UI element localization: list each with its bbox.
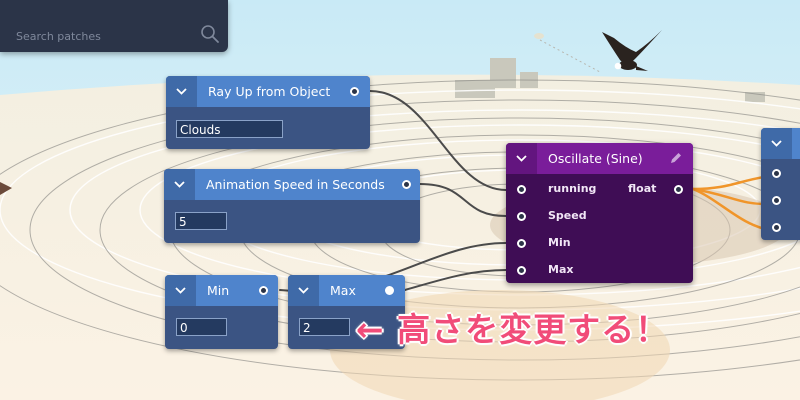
- output-port[interactable]: [402, 180, 411, 189]
- node-header[interactable]: Ray Up from Object: [166, 76, 370, 107]
- input-label-running: running: [548, 182, 597, 195]
- search-panel: [0, 0, 228, 52]
- node-header[interactable]: Max: [288, 275, 405, 306]
- distant-rocks: [455, 58, 765, 102]
- collapse-button[interactable]: [165, 275, 196, 306]
- node-partial-right[interactable]: [761, 128, 800, 240]
- collapse-button[interactable]: [761, 128, 792, 159]
- chevron-down-icon: [175, 287, 186, 294]
- node-title: Min: [207, 283, 230, 298]
- chevron-down-icon: [174, 181, 185, 188]
- chevron-down-icon: [176, 88, 187, 95]
- input-label-max: Max: [548, 263, 574, 276]
- collapse-button[interactable]: [288, 275, 319, 306]
- collapse-button[interactable]: [506, 143, 537, 174]
- input-port[interactable]: [772, 223, 781, 232]
- node-animation-speed[interactable]: Animation Speed in Seconds 5: [164, 169, 420, 243]
- node-title: Oscillate (Sine): [548, 151, 643, 166]
- input-port-max[interactable]: [517, 266, 526, 275]
- output-port[interactable]: [385, 286, 394, 295]
- node-oscillate-sine[interactable]: Oscillate (Sine) running float Speed Min…: [506, 143, 693, 283]
- value-field[interactable]: 0: [176, 318, 227, 336]
- output-port-float[interactable]: [674, 185, 683, 194]
- value-field[interactable]: 5: [175, 212, 227, 230]
- node-header[interactable]: Min: [165, 275, 278, 306]
- value-field[interactable]: 2: [299, 318, 350, 336]
- search-input[interactable]: [14, 26, 198, 46]
- input-label-speed: Speed: [548, 209, 587, 222]
- chevron-down-icon: [771, 140, 782, 147]
- value-field[interactable]: Clouds: [176, 120, 283, 138]
- pencil-icon[interactable]: [669, 151, 683, 165]
- collapse-button[interactable]: [166, 76, 197, 107]
- input-port-running[interactable]: [517, 185, 526, 194]
- chevron-down-icon: [298, 287, 309, 294]
- chevron-down-icon: [516, 155, 527, 162]
- output-port[interactable]: [350, 87, 359, 96]
- output-port[interactable]: [259, 286, 268, 295]
- node-header[interactable]: [761, 128, 800, 159]
- search-icon[interactable]: [200, 24, 220, 44]
- input-port[interactable]: [772, 196, 781, 205]
- node-ray-up-from-object[interactable]: Ray Up from Object Clouds: [166, 76, 370, 149]
- node-title: Max: [330, 283, 356, 298]
- node-max[interactable]: Max 2: [288, 275, 405, 349]
- output-label-float: float: [628, 182, 657, 195]
- node-min[interactable]: Min 0: [165, 275, 278, 349]
- eagle-icon: [602, 30, 662, 71]
- input-label-min: Min: [548, 236, 571, 249]
- annotation-text: ← 高さを変更する！: [356, 310, 670, 349]
- collapse-button[interactable]: [164, 169, 195, 200]
- node-header[interactable]: Oscillate (Sine): [506, 143, 693, 174]
- input-port[interactable]: [772, 169, 781, 178]
- input-port-speed[interactable]: [517, 212, 526, 221]
- node-title: Ray Up from Object: [208, 84, 331, 99]
- node-title: Animation Speed in Seconds: [206, 177, 385, 192]
- input-port-min[interactable]: [517, 239, 526, 248]
- node-header[interactable]: Animation Speed in Seconds: [164, 169, 420, 200]
